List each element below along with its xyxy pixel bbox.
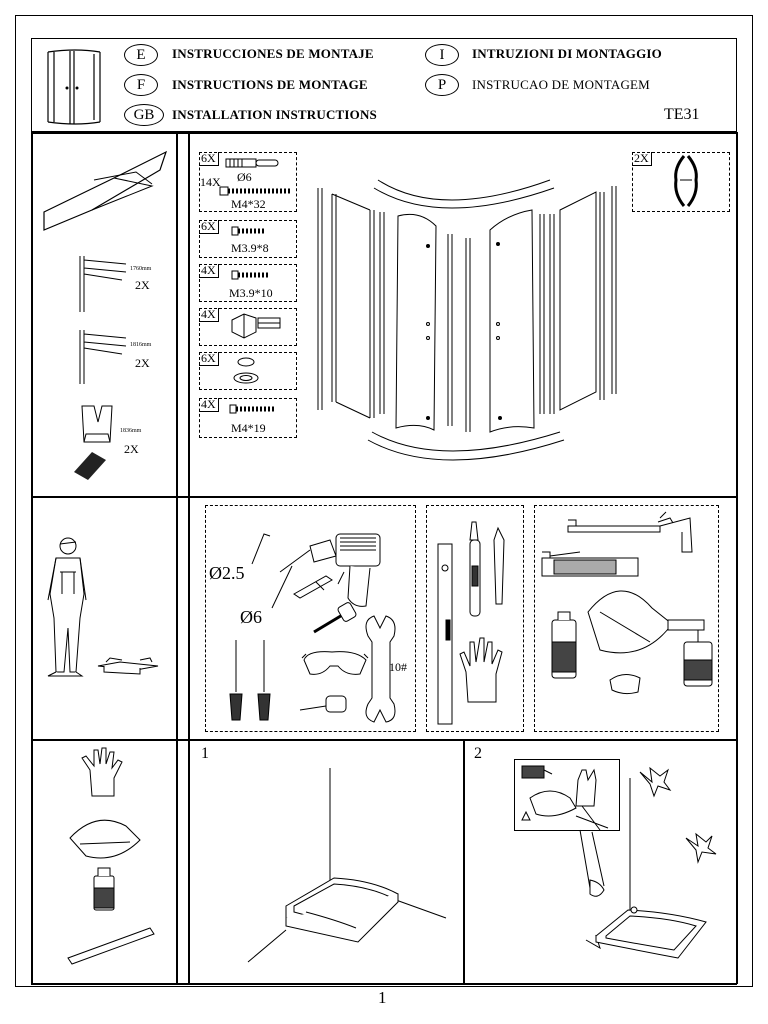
part-box: [199, 398, 297, 438]
wrench-icon: [365, 615, 396, 723]
part-qty: 6X: [199, 152, 219, 166]
grid-line: [31, 132, 737, 134]
screw-icon: [231, 270, 268, 280]
part-label: M4*19: [231, 421, 266, 435]
tools-box: [205, 505, 416, 732]
page-frame: [15, 15, 753, 987]
tools-box: [426, 505, 524, 732]
installer-figure: [47, 537, 159, 677]
header-box: [31, 38, 737, 132]
part-qty: 6X: [199, 352, 219, 366]
shower-tray-icon: [43, 150, 168, 231]
tape-measure-icon: [299, 695, 347, 713]
profile-length: 1816mm: [130, 342, 152, 348]
part-qty: 4X: [199, 308, 219, 322]
bracket-icon: [231, 313, 281, 339]
page-number: 1: [378, 988, 387, 1007]
silicone-and-cleaning-icon: [541, 511, 713, 695]
handle-icon: [674, 155, 698, 207]
step-1-tray-placement: [247, 768, 447, 963]
drill-bit-icon: [251, 533, 271, 565]
part-box: [199, 352, 297, 390]
screwdrivers-icon: [229, 640, 271, 721]
shower-enclosure-icon: [47, 49, 101, 125]
cleaning-supplies-icon: [67, 747, 155, 965]
grid-line: [736, 132, 738, 984]
lang-text-F: INSTRUCTIONS DE MONTAGE: [172, 77, 368, 92]
level-and-cutter-icon: [437, 521, 505, 725]
screw-cap-icon: [233, 357, 259, 384]
lang-text-P: INSTRUCAO DE MONTAGEM: [472, 77, 650, 92]
drill-bit-small-label: Ø2.5: [209, 563, 245, 583]
part-qty: 6X: [199, 220, 219, 234]
lang-code-I: I: [425, 44, 459, 66]
lang-code-F: F: [124, 74, 158, 96]
grid-line: [31, 132, 33, 984]
handle-qty: 2X: [632, 152, 652, 166]
profile-icon: [79, 256, 127, 312]
lang-text-E: INSTRUCCIONES DE MONTAJE: [172, 46, 374, 61]
grid-line: [176, 132, 178, 984]
part-qty: 14X: [200, 175, 221, 189]
lang-code-P: P: [425, 74, 459, 96]
detail-inset: [514, 759, 620, 831]
grid-line: [188, 132, 190, 984]
profile-qty: 2X: [135, 278, 150, 292]
safety-glasses-icon: [301, 651, 369, 675]
screw-icon: [219, 186, 292, 196]
wrench-size-label: 10#: [389, 660, 407, 674]
lang-text-I: INTRUZIONI DI MONTAGGIO: [472, 46, 662, 61]
part-qty: 4X: [199, 398, 219, 412]
wall-plug-icon: [225, 158, 279, 168]
part-label: M4*32: [231, 197, 266, 211]
part-label: M3.9*8: [231, 241, 269, 255]
step-number: 2: [474, 745, 482, 762]
model-code: TE31: [664, 106, 700, 123]
lang-code-E: E: [124, 44, 158, 66]
part-label: M3.9*10: [229, 286, 273, 300]
part-label: Ø6: [237, 170, 252, 184]
tools-box: [534, 505, 719, 732]
profile-icon: [79, 330, 127, 384]
lang-text-GB: INSTALLATION INSTRUCTIONS: [172, 107, 377, 122]
part-box: [199, 264, 297, 302]
drill-bit-icon: [271, 565, 293, 609]
grid-line: [463, 739, 465, 984]
grid-line: [31, 496, 737, 498]
grid-line: [31, 739, 737, 741]
profile-length: 1760mm: [130, 266, 152, 272]
profile-qty: 2X: [135, 356, 150, 370]
drill-icon: [279, 533, 381, 607]
profile-qty: 2X: [124, 442, 139, 456]
chisel-icon: [293, 575, 333, 599]
part-box: [632, 152, 730, 212]
part-qty: 4X: [199, 264, 219, 278]
grid-line: [31, 983, 737, 985]
hammer-icon: [313, 602, 357, 634]
exploded-enclosure-diagram: [317, 179, 617, 461]
seal-strip-icon: [74, 405, 113, 480]
part-box: [199, 152, 297, 212]
step-2-cleaning: [521, 765, 717, 959]
drill-bit-large-label: Ø6: [240, 607, 262, 627]
lang-code-GB: GB: [124, 104, 164, 126]
screw-icon: [231, 226, 264, 236]
part-box: [199, 308, 297, 346]
screw-icon: [229, 404, 274, 414]
profile-length: 1836mm: [120, 428, 142, 434]
step-number: 1: [201, 745, 209, 762]
gloves-icon: [459, 637, 503, 703]
part-box: [199, 220, 297, 258]
